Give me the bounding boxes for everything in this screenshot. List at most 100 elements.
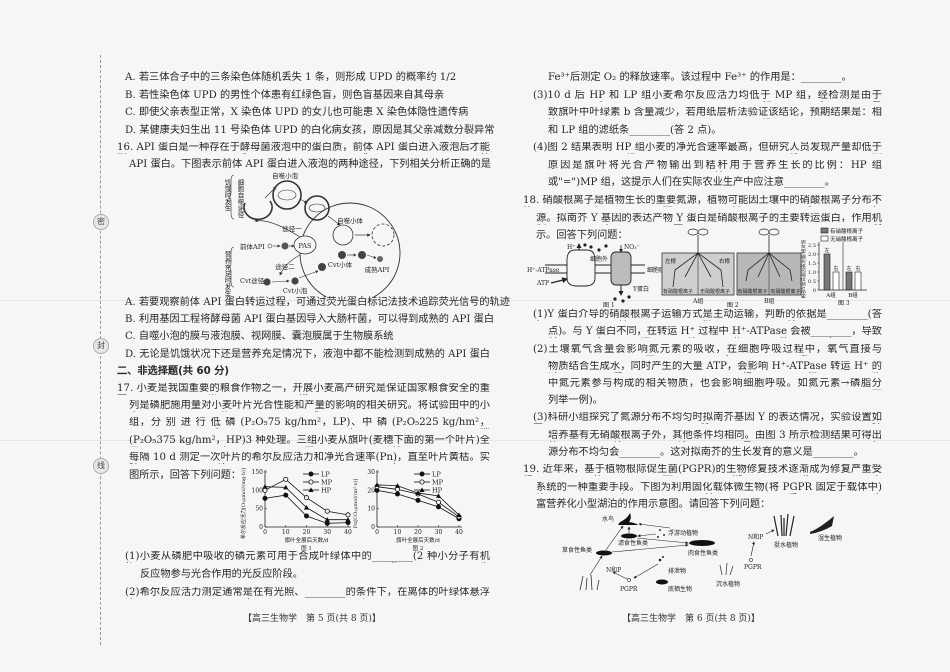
q17-stem-line: 组，分 别 进 行 低 磷 (P₂O₅75 kg/hm²，LP)、中 磷 (P₂… — [129, 417, 490, 428]
bar-无硝酸根离子 — [832, 271, 840, 291]
q18-sub1-line: 点)。与 Y 蛋白不同，在转运 H⁺ 过程中 H⁺-ATPase 会被_____… — [548, 326, 882, 337]
label-water-bird: 水鸟 — [602, 515, 614, 523]
legend-label-MP: MP — [321, 479, 333, 487]
y-tick-label: 0 — [371, 524, 375, 531]
label-starvation: 饥饿时发生 — [223, 178, 231, 212]
data-point-HP — [394, 483, 401, 488]
data-point-MP — [324, 508, 330, 514]
data-point-MP — [283, 476, 289, 482]
seal-char-mi: 密 — [93, 214, 109, 230]
y-tick-label: 30 — [367, 469, 375, 476]
herbivore-fish-icon — [596, 550, 612, 556]
data-point-MP — [345, 512, 351, 518]
label-n-and-p-2: N和P — [748, 533, 763, 541]
q18-stem-line: 源。拟南芥 Y 基因的表达产物 Y 蛋白是硝酸根离子的主要转运蛋白，作用机制如图… — [536, 213, 882, 224]
q18-stem-line: 18. 硝酸根离子是植物生长的重要氮源，植物可能因土壤中的硝酸根离子分布不均匀而… — [523, 195, 882, 206]
label-benthos: 底栖生物 — [668, 585, 692, 593]
y-tick-label: 10 — [367, 506, 375, 513]
y-tick-label: 50 — [255, 506, 263, 513]
label-without-nitrate-a: 无硝酸根离子 — [700, 288, 730, 295]
q17-stem-line: 每隔 10 d 测定一次叶片的希尔反应活力和净光合速率(Pn)，直至叶片黄枯。实… — [129, 452, 490, 463]
label-carnivore-fish: 肉食性鱼类 — [688, 549, 718, 557]
data-point-HP — [456, 512, 462, 518]
q18-sub2-line: 列举一例)。 — [548, 395, 603, 406]
label-with-nitrate-b-left: 有硝酸根离子 — [738, 288, 768, 295]
label-herbivore-fish: 草食性鱼类 — [562, 546, 592, 554]
q18-sub1-line: (1)Y 蛋白介导的硝酸根离子运输方式是主动运输，判断的依据是________(… — [533, 309, 882, 320]
legend-marker-MP — [308, 479, 314, 485]
root-split-experiment-figure: 左根 右根 有硝酸根离子 无硝酸根离子 A组 有硝酸根离子 有硝酸根离子 B组 … — [661, 228, 802, 309]
y-tick-label: 150 — [252, 469, 264, 476]
legend-marker-HP — [419, 487, 425, 492]
chart-caption: 图 2 — [413, 544, 424, 552]
label-path1: 途径一 — [282, 224, 302, 233]
legend-marker-LP — [308, 471, 314, 477]
x-tick-label: 30 — [323, 529, 331, 536]
legend-label-1: 无硝酸根离子 — [830, 235, 864, 243]
y-tick-label: 100 — [252, 487, 264, 494]
filter-fish-icon — [621, 533, 637, 539]
q18-sub2-line: 物质结合生成水，同时产生的大量 ATP，会影响 H⁺-ATPase 转运 H⁺ … — [548, 361, 882, 372]
y-tick-label: 1.5 — [808, 261, 816, 267]
data-point-MP — [435, 499, 441, 505]
chart-caption: 图 1 — [301, 544, 312, 552]
y-tick-label: 2.0 — [808, 252, 816, 258]
q18-sub2-line: 中氮元素参与构成的相关物质，也会影响细胞呼吸。如氮元素→磷脂分子：_______… — [548, 378, 882, 389]
bar-有硝酸根离子 — [845, 271, 853, 291]
data-point-LP — [415, 497, 421, 503]
label-pgpr-2: PGPR — [744, 564, 762, 571]
label-excreta: 排泄物 — [668, 567, 686, 575]
label-n-and-p: N和P — [606, 566, 621, 574]
x-tick-label: 20 — [303, 529, 311, 536]
q16-option-d: D. 无论是饥饿状况下还是营养充足情况下，液泡中都不能检测到成熟的 API 蛋白 — [125, 349, 490, 360]
api-pathway-diagram: 自噬小泡 途径一 自噬小体 PAS 前体API 途径二 Cvt小体 成熟API … — [223, 171, 401, 297]
y-tick-label: 0.5 — [808, 279, 816, 285]
wetland-plant-icon — [810, 516, 834, 534]
label-path2: 途径二 — [275, 262, 295, 271]
data-point-HP — [435, 493, 442, 498]
q17-sub4-line: (4)图 2 结果表明 HP 组小麦的净光合速率最高，但研究人员发现产量却低于 … — [533, 142, 882, 153]
label-outside-cell: 细胞外 — [590, 255, 608, 263]
data-point-HP — [374, 482, 380, 487]
y-tick-label: 2.5 — [808, 243, 816, 249]
gene-expression-bar-chart: 00.51.01.52.02.5根部Y蛋白基因表达量/相对值左右A组左右B组有硝… — [800, 227, 867, 307]
data-point-HP — [415, 490, 421, 496]
label-plankton: 浮游动植物 — [668, 529, 698, 537]
q17-stem-line: 列是磷肥施用量对小麦叶片光合性能和产量的影响的相关研究。将试验田中的小麦分成 3 — [129, 400, 490, 411]
data-point-HP — [283, 484, 289, 490]
data-point-LP — [324, 520, 330, 526]
label-autophagic-vesicle: 自噬小泡 — [272, 171, 299, 180]
seal-char-feng: 封 — [93, 338, 109, 354]
label-membrane: 细胞膜 — [647, 266, 665, 274]
data-point-HP — [324, 517, 330, 522]
q17-stem-line: 图所示，回答下列问题： — [129, 470, 242, 481]
label-with-nitrate-b-right: 有硝酸根离子 — [771, 288, 801, 295]
data-point-LP — [283, 492, 289, 498]
category-label: B组 — [848, 291, 858, 299]
label-pas: PAS — [299, 242, 312, 250]
page-footer-5: 【高三生物学 第 5 页(共 8 页)】 — [243, 614, 381, 624]
legend-label-MP: MP — [432, 479, 444, 487]
x-tick-label: 0 — [263, 529, 267, 536]
x-tick-label: 40 — [455, 529, 463, 536]
y-tick-label: 20 — [367, 487, 375, 494]
carnivore-fish-icon — [689, 540, 715, 546]
x-tick-label: 30 — [435, 529, 443, 536]
data-point-MP — [394, 486, 400, 492]
y-axis-label: 根部Y蛋白基因表达量/相对值 — [800, 239, 807, 298]
label-no3: NO₃⁻ — [624, 244, 640, 251]
data-point-LP — [394, 491, 400, 497]
category-label: A组 — [825, 291, 836, 299]
label-nutrient-rich: 营养充足时发生 — [223, 250, 231, 297]
fig2-caption: 图 2 — [727, 302, 739, 309]
x-tick-label: 20 — [414, 529, 422, 536]
x-axis-label: 旗叶全展后天数/d — [396, 536, 440, 544]
x-axis-label: 旗叶全展后天数/d — [285, 536, 329, 544]
q15-option-a: A. 若三体合子中的三条染色体随机丢失 1 条，则形成 UPD 的概率约 1/2 — [125, 72, 457, 83]
data-point-HP — [345, 517, 351, 522]
q15-option-b: B. 若性染色体 UPD 的男性个体患有红绿色盲，则色盲基因来自其母亲 — [125, 90, 445, 101]
q18-figures: H⁺ NO₃⁻ 细胞外 细胞膜 H⁺-ATPase ATP Y蛋白 图 1 左根… — [527, 227, 867, 309]
q17-sub3-line: 和 LP 组的滤纸条________(答 2 点)。 — [548, 125, 722, 136]
